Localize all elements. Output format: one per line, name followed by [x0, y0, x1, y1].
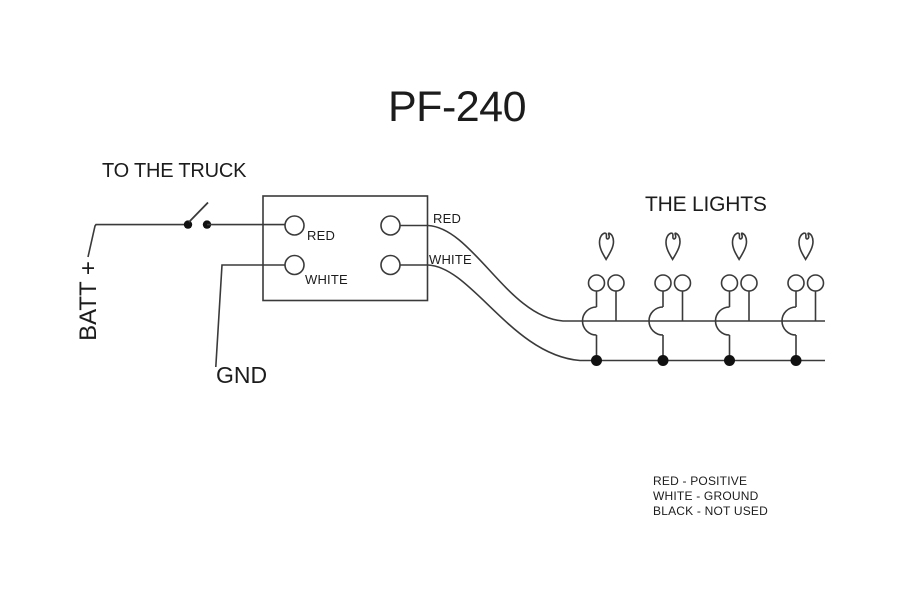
light-unit: [714, 232, 758, 366]
controller-white-output-label: WHITE: [429, 252, 472, 267]
light-bulb-icon: [798, 232, 814, 261]
terminal-red-input: [284, 215, 305, 236]
light-terminal-ground: [720, 274, 739, 292]
switch-lever: [188, 201, 209, 223]
legend-line-white: WHITE - GROUND: [653, 489, 759, 504]
light-bulb-icon: [598, 232, 615, 261]
light-bulb-icon: [731, 232, 748, 261]
battery-wire: [87, 223, 188, 258]
light-terminal-ground: [587, 274, 606, 292]
light-terminal-positive: [607, 274, 625, 292]
light-unit: [648, 232, 692, 366]
truck-section-heading: TO THE TRUCK: [102, 160, 247, 182]
light-unit: [581, 232, 625, 366]
wire-hop: [714, 306, 730, 336]
light-terminal-ground: [654, 274, 672, 292]
white-ground-wire: [400, 264, 825, 362]
light-terminal-ground: [787, 274, 805, 292]
light-terminal-positive: [740, 274, 758, 292]
junction-dot: [657, 355, 669, 366]
power-switch: [183, 201, 212, 229]
ground-wire: [215, 264, 285, 368]
controller-red-input-label: RED: [307, 228, 336, 243]
wire-hop: [581, 306, 597, 336]
legend-line-black: BLACK - NOT USED: [653, 504, 769, 519]
wire-hop: [648, 306, 664, 336]
wire-color-legend: RED - POSITIVE WHITE - GROUND BLACK - NO…: [653, 474, 768, 520]
legend-line-red: RED - POSITIVE: [653, 474, 748, 488]
switch-contact-dot-left: [183, 220, 193, 229]
light-terminal-positive: [673, 274, 692, 292]
terminal-white-input: [284, 254, 305, 276]
wire-hop: [781, 306, 797, 336]
ground-label: GND: [216, 362, 268, 388]
red-positive-wire: [400, 224, 825, 322]
junction-dot: [790, 355, 802, 366]
controller-white-input-label: WHITE: [305, 272, 348, 287]
battery-label: BATT +: [75, 261, 102, 341]
controller-box: [262, 195, 429, 302]
junction-dot: [591, 355, 602, 366]
junction-dot: [724, 355, 735, 366]
diagram-title: PF-240: [388, 83, 527, 131]
terminal-white-output: [380, 254, 401, 276]
light-unit: [781, 232, 825, 366]
lights-section-heading: THE LIGHTS: [645, 193, 767, 216]
light-terminal-positive: [806, 274, 825, 292]
terminal-red-output: [380, 215, 401, 236]
controller-red-output-label: RED: [433, 211, 462, 226]
light-bulb-icon: [665, 232, 681, 261]
